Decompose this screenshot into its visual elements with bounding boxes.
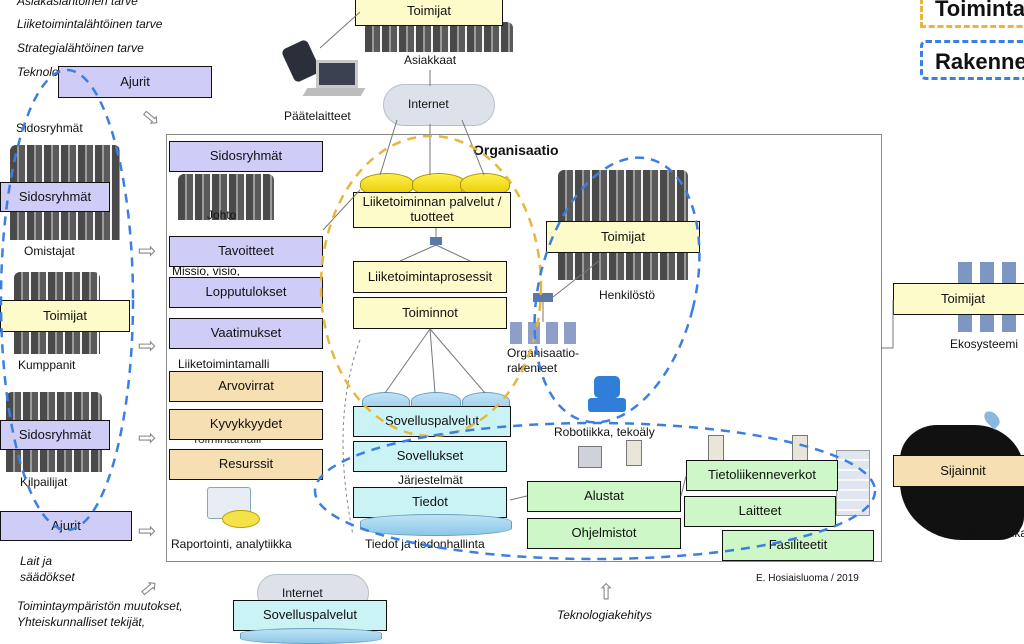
lt-prosessit-box: Liiketoimintaprosessit [353,261,507,293]
org-sidosryhmat-box: Sidosryhmät [169,141,323,172]
bottom-sovelluspalvelut-box: Sovelluspalvelut [233,600,387,631]
ohjelmistot-box: Ohjelmistot [527,518,681,549]
johto-label: Johto [207,208,237,222]
tavoitteet-box: Tavoitteet [169,236,323,267]
omistajat-label: Omistajat [24,244,75,258]
arrow-right-icon: ⇨ [138,238,157,263]
laitteet-box: Laitteet [684,496,836,527]
teknologiakehitys-label: Teknologiakehitys [557,608,652,622]
kyvykkyydet-box: Kyvykkyydet [169,409,323,440]
sijainnit-box: Sijainnit [893,455,1024,487]
organisaatio-title: Organisaatio [473,142,559,158]
data-disk-icon [360,514,512,536]
jarjestelmat-label: Järjestelmät [398,473,463,485]
henkilosto-label: Henkilöstö [599,288,656,302]
vaatimukset-box: Vaatimukset [169,318,323,349]
printer-icon [578,446,602,468]
robot-icon [594,376,620,398]
building-icon [836,450,870,516]
johto-image [178,174,274,220]
sidosryhmat-label: Sidosryhmät [16,121,83,135]
customers-image [365,22,513,52]
left-toimijat-box: Toimijat [0,300,130,332]
dotted-connector [342,339,361,536]
rakenne-ellipse-left [0,68,135,532]
rakenne-ellipse-bottom [313,421,877,561]
fasiliteetit-box: Fasiliteetit [722,530,874,561]
toimintamalli-ellipse [319,134,543,438]
kilpailijat-label: Kilpailijat [20,475,68,489]
left-sidosryhmat-box-2: Sidosryhmät [0,420,110,450]
need-customer: Asiakaslähtöinen tarve [17,0,138,8]
lopputulokset-box: Lopputulokset [169,277,323,308]
credit-label: E. Hosiaisluoma / 2019 [756,573,859,584]
legend-rakenne: Rakenne [920,40,1024,80]
asiakkaat-label: Asiakkaat [404,53,457,67]
robotiikka-label: Robotiikka, tekoäly [554,425,655,439]
sijaintipaikat-label: Sijaintipaikat [963,526,1024,540]
need-strategy: Strategialähtöinen tarve [17,41,144,55]
missio-label: Missio, visio, [172,264,241,276]
process-node-icon [430,237,442,245]
ekosysteemi-label: Ekosysteemi [950,337,1019,351]
arrow-right-icon: ⇨ [138,425,157,450]
legend-toimintamalli-label: Toimintamalli [935,0,1024,21]
left-sidosryhmat-box: Sidosryhmät [0,182,110,212]
lait-label: Lait ja säädökset [20,554,75,585]
lt-palvelut-box: Liiketoiminnan palvelut / tuotteet [353,192,511,228]
kumppanit-label: Kumppanit [18,358,76,372]
raportointi-label: Raportointi, analytiikka [171,537,292,551]
ajurit-top-box: Ajurit [58,66,212,98]
organisaatio-frame [166,134,882,562]
alustat-box: Alustat [527,481,681,512]
need-business: Liiketoimintalähtöinen tarve [17,17,163,31]
connector-lines [319,11,894,501]
need-technology: Teknologialähtöinen tarve [17,65,59,79]
tiedot-box: Tiedot [353,487,507,518]
rakenne-ellipse-staff [533,156,701,424]
sovellukset-box: Sovellukset [353,441,507,472]
tietoliikenne-box: Tietoliikenneverkot [686,460,838,491]
pie-chart-icon [222,510,260,528]
paatelaitteet-label: Päätelaitteet [284,109,351,123]
robot-body-icon [588,398,626,412]
liiketoimintamalli-label: Liiketoimintamalli [178,357,270,371]
right-toimijat-box: Toimijat [893,283,1024,315]
legend-toimintamalli: Toimintamalli [920,0,1024,28]
internet-label-top: Internet [408,97,449,111]
legend-rakenne-label: Rakenne [935,49,1024,74]
toiminnot-box: Toiminnot [353,297,507,329]
internet-label-bottom: Internet [282,586,323,600]
toimintaymparisto-label: Toimintaympäristön muutokset, Yhteiskunn… [17,599,183,630]
arvovirrat-box: Arvovirrat [169,371,323,402]
internet-cloud-top [383,84,495,126]
server-icon [626,440,642,466]
top-toimijat-box: Toimijat [355,0,503,26]
arrow-right-icon: ⇨ [138,333,157,358]
resurssit-box: Resurssit [169,449,323,480]
laptop-icon [316,60,358,88]
org-chart-nodes-icon [510,322,582,344]
org-rakenteet-label: Organisaatio- rakenteet [507,346,580,375]
sovelluspalvelut-box: Sovelluspalvelut [353,406,511,437]
arrow-right-icon: ⇨ [138,518,157,543]
org-toimijat-box: Toimijat [546,221,700,253]
